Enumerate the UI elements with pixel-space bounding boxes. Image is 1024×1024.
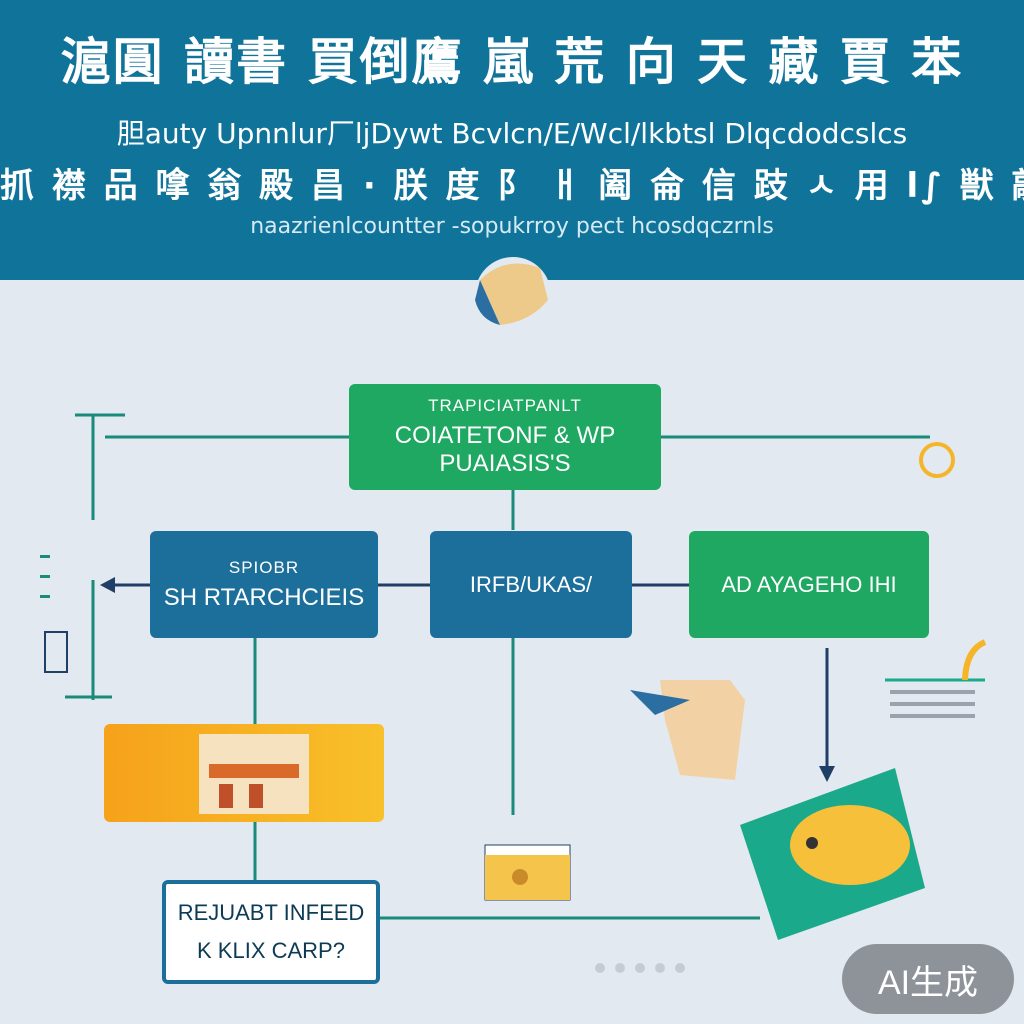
orange-ring-icon (919, 442, 955, 478)
node-left-line2: SH RTARCHCIEIS (163, 583, 365, 611)
node-left-line1: SPIOBR (228, 557, 300, 577)
node-bottom-line1: REJUABT INFEED (177, 900, 365, 925)
header-banner: 滬圓 讀書 買倒鷹 嵐 荒 向 天 藏 賈 苯 胆auty Upnnlur厂lj… (0, 0, 1024, 280)
node-bottom-line2: K KLIX CARP? (197, 938, 345, 963)
node-top[interactable]: TRAPICIATPANLT COIATETONF & WP PUAIASIS'… (349, 384, 661, 490)
header-subtitle-1: 胆auty Upnnlur厂ljDywt Bcvlcn/E/Wcl/lkbtsl… (116, 117, 908, 150)
header-subtitle-3: naazrienlcountter -sopukrroy pect hcosdq… (250, 214, 774, 239)
header-subtitle-2: 抓 襟 品 嗱 翁 殿 昌 · 朕 度 阝 ㅐ 阖 侖 信 跂 ㅅ 用 l∫ 獣… (0, 166, 1024, 206)
chart-illustration-icon (885, 639, 987, 718)
node-right[interactable]: AD AYAGEHO IHI (689, 531, 929, 638)
store-illustration-icon (199, 734, 309, 814)
arrow-left-icon (100, 577, 115, 593)
document-illustration-icon (484, 844, 571, 901)
node-top-line1: TRAPICIATPANLT (428, 396, 582, 415)
node-top-line2: COIATETONF & WP PUAIASIS'S (394, 422, 616, 477)
ai-generated-badge: AI生成 (842, 944, 1014, 1014)
card-illustration-icon (740, 768, 925, 940)
arrow-down-icon (819, 766, 835, 782)
node-center-label: IRFB/UKAS/ (469, 571, 593, 597)
node-center[interactable]: IRFB/UKAS/ (430, 531, 632, 638)
node-left[interactable]: SPIOBR SH RTARCHCIEIS (150, 531, 378, 638)
globe-icon (475, 257, 551, 333)
node-bottom[interactable]: REJUABT INFEED K KLIX CARP? (162, 880, 380, 984)
map-illustration-icon (630, 680, 745, 780)
header-title: 滬圓 讀書 買倒鷹 嵐 荒 向 天 藏 賈 苯 (60, 33, 964, 91)
orange-panel (104, 724, 384, 822)
node-right-label: AD AYAGEHO IHI (721, 571, 897, 597)
ruler-icon (40, 555, 68, 673)
dot-decoration-icon (595, 963, 685, 973)
